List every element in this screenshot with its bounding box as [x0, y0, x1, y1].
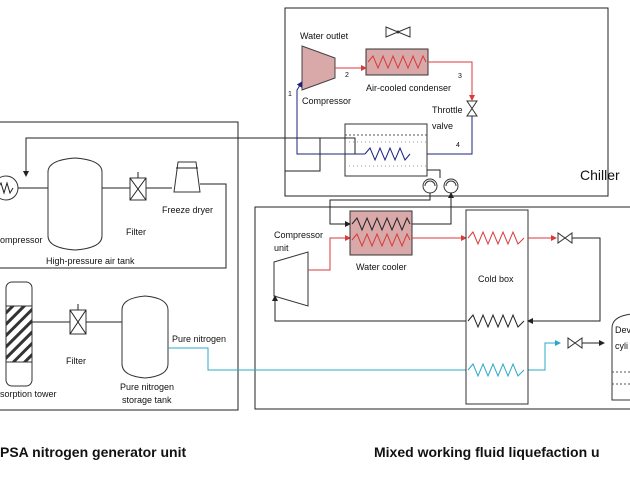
liquefaction-boundary [254, 206, 630, 410]
liquefaction-compressor [273, 251, 309, 307]
throttle-valve-icon [466, 100, 478, 117]
pipe-evaporator-to-compressor [296, 81, 365, 155]
evaporator-tank [344, 123, 428, 177]
pipe-condenser-to-valve [428, 61, 475, 101]
chiller-pump-1 [422, 178, 438, 194]
pipe-dryer-outlet [0, 183, 227, 269]
storage-tank-label-1: Pure nitrogen [120, 382, 174, 392]
cold-box [465, 209, 529, 405]
nitrogen-line [168, 340, 561, 371]
throttle-valve-label-1: Throttle [432, 105, 463, 115]
chiller-compressor-label: Compressor [302, 96, 351, 106]
nitrogen-storage-tank [121, 295, 169, 379]
water-cooler [349, 210, 413, 256]
pipe-chiller-water-out [412, 192, 454, 225]
liquefaction-compressor-label-2: unit [274, 243, 289, 253]
filter-2-icon [69, 304, 87, 335]
fan-icon [385, 26, 411, 38]
pipe-tank-to-pumps [427, 169, 441, 178]
pipe-valve-to-evaporator [411, 116, 473, 157]
point-3: 3 [458, 73, 462, 80]
pipe-chiller-supply [285, 138, 321, 172]
freeze-dryer [173, 161, 201, 193]
chiller-compressor [301, 45, 336, 91]
liquefaction-valve-icon [557, 232, 573, 244]
dewar-label-2: cyli [615, 341, 628, 351]
point-1: 1 [288, 91, 292, 98]
pipe-compressor-to-cooler [308, 235, 351, 271]
psa-compressor-label: ompressor [0, 235, 43, 245]
water-outlet-label: Water outlet [300, 31, 349, 41]
psa-unit-title: PSA nitrogen generator unit [0, 444, 186, 460]
liquefaction-unit-title: Mixed working fluid liquefaction u [374, 444, 600, 460]
freeze-dryer-label: Freeze dryer [162, 205, 213, 215]
cold-box-label: Cold box [478, 274, 514, 284]
high-pressure-air-tank [47, 157, 103, 251]
water-cooler-label: Water cooler [356, 262, 407, 272]
chiller-boundary [284, 7, 609, 197]
psa-boundary [0, 121, 239, 411]
throttle-valve-label-2: valve [432, 121, 453, 131]
filter-1-label: Filter [126, 227, 146, 237]
chiller-label: Chiller [580, 167, 620, 183]
storage-tank-label-2: storage tank [122, 395, 172, 405]
dewar-cylinder [611, 313, 630, 401]
adsorption-tower [5, 281, 33, 387]
condenser-label: Air-cooled condenser [366, 83, 451, 93]
pure-nitrogen-label: Pure nitrogen [172, 334, 226, 344]
point-2: 2 [345, 72, 349, 79]
filter-2-label: Filter [66, 356, 86, 366]
pipe-chiller-water-in [329, 193, 431, 227]
psa-compressor-icon [0, 175, 19, 201]
chiller-pump-2 [443, 178, 459, 194]
liquefaction-compressor-label-1: Compressor [274, 230, 323, 240]
dewar-label-1: Dev [615, 325, 630, 335]
pipe-return-to-compressor [23, 137, 356, 177]
point-4: 4 [456, 142, 460, 149]
air-tank-label: High-pressure air tank [46, 256, 135, 266]
adsorption-tower-label: sorption tower [0, 389, 57, 399]
nitrogen-valve-icon [567, 337, 583, 349]
filter-1-icon [129, 172, 147, 201]
pipe-coldbox-to-compressor [272, 295, 466, 322]
pipe-valve-return [527, 237, 601, 324]
air-cooled-condenser [365, 48, 429, 76]
